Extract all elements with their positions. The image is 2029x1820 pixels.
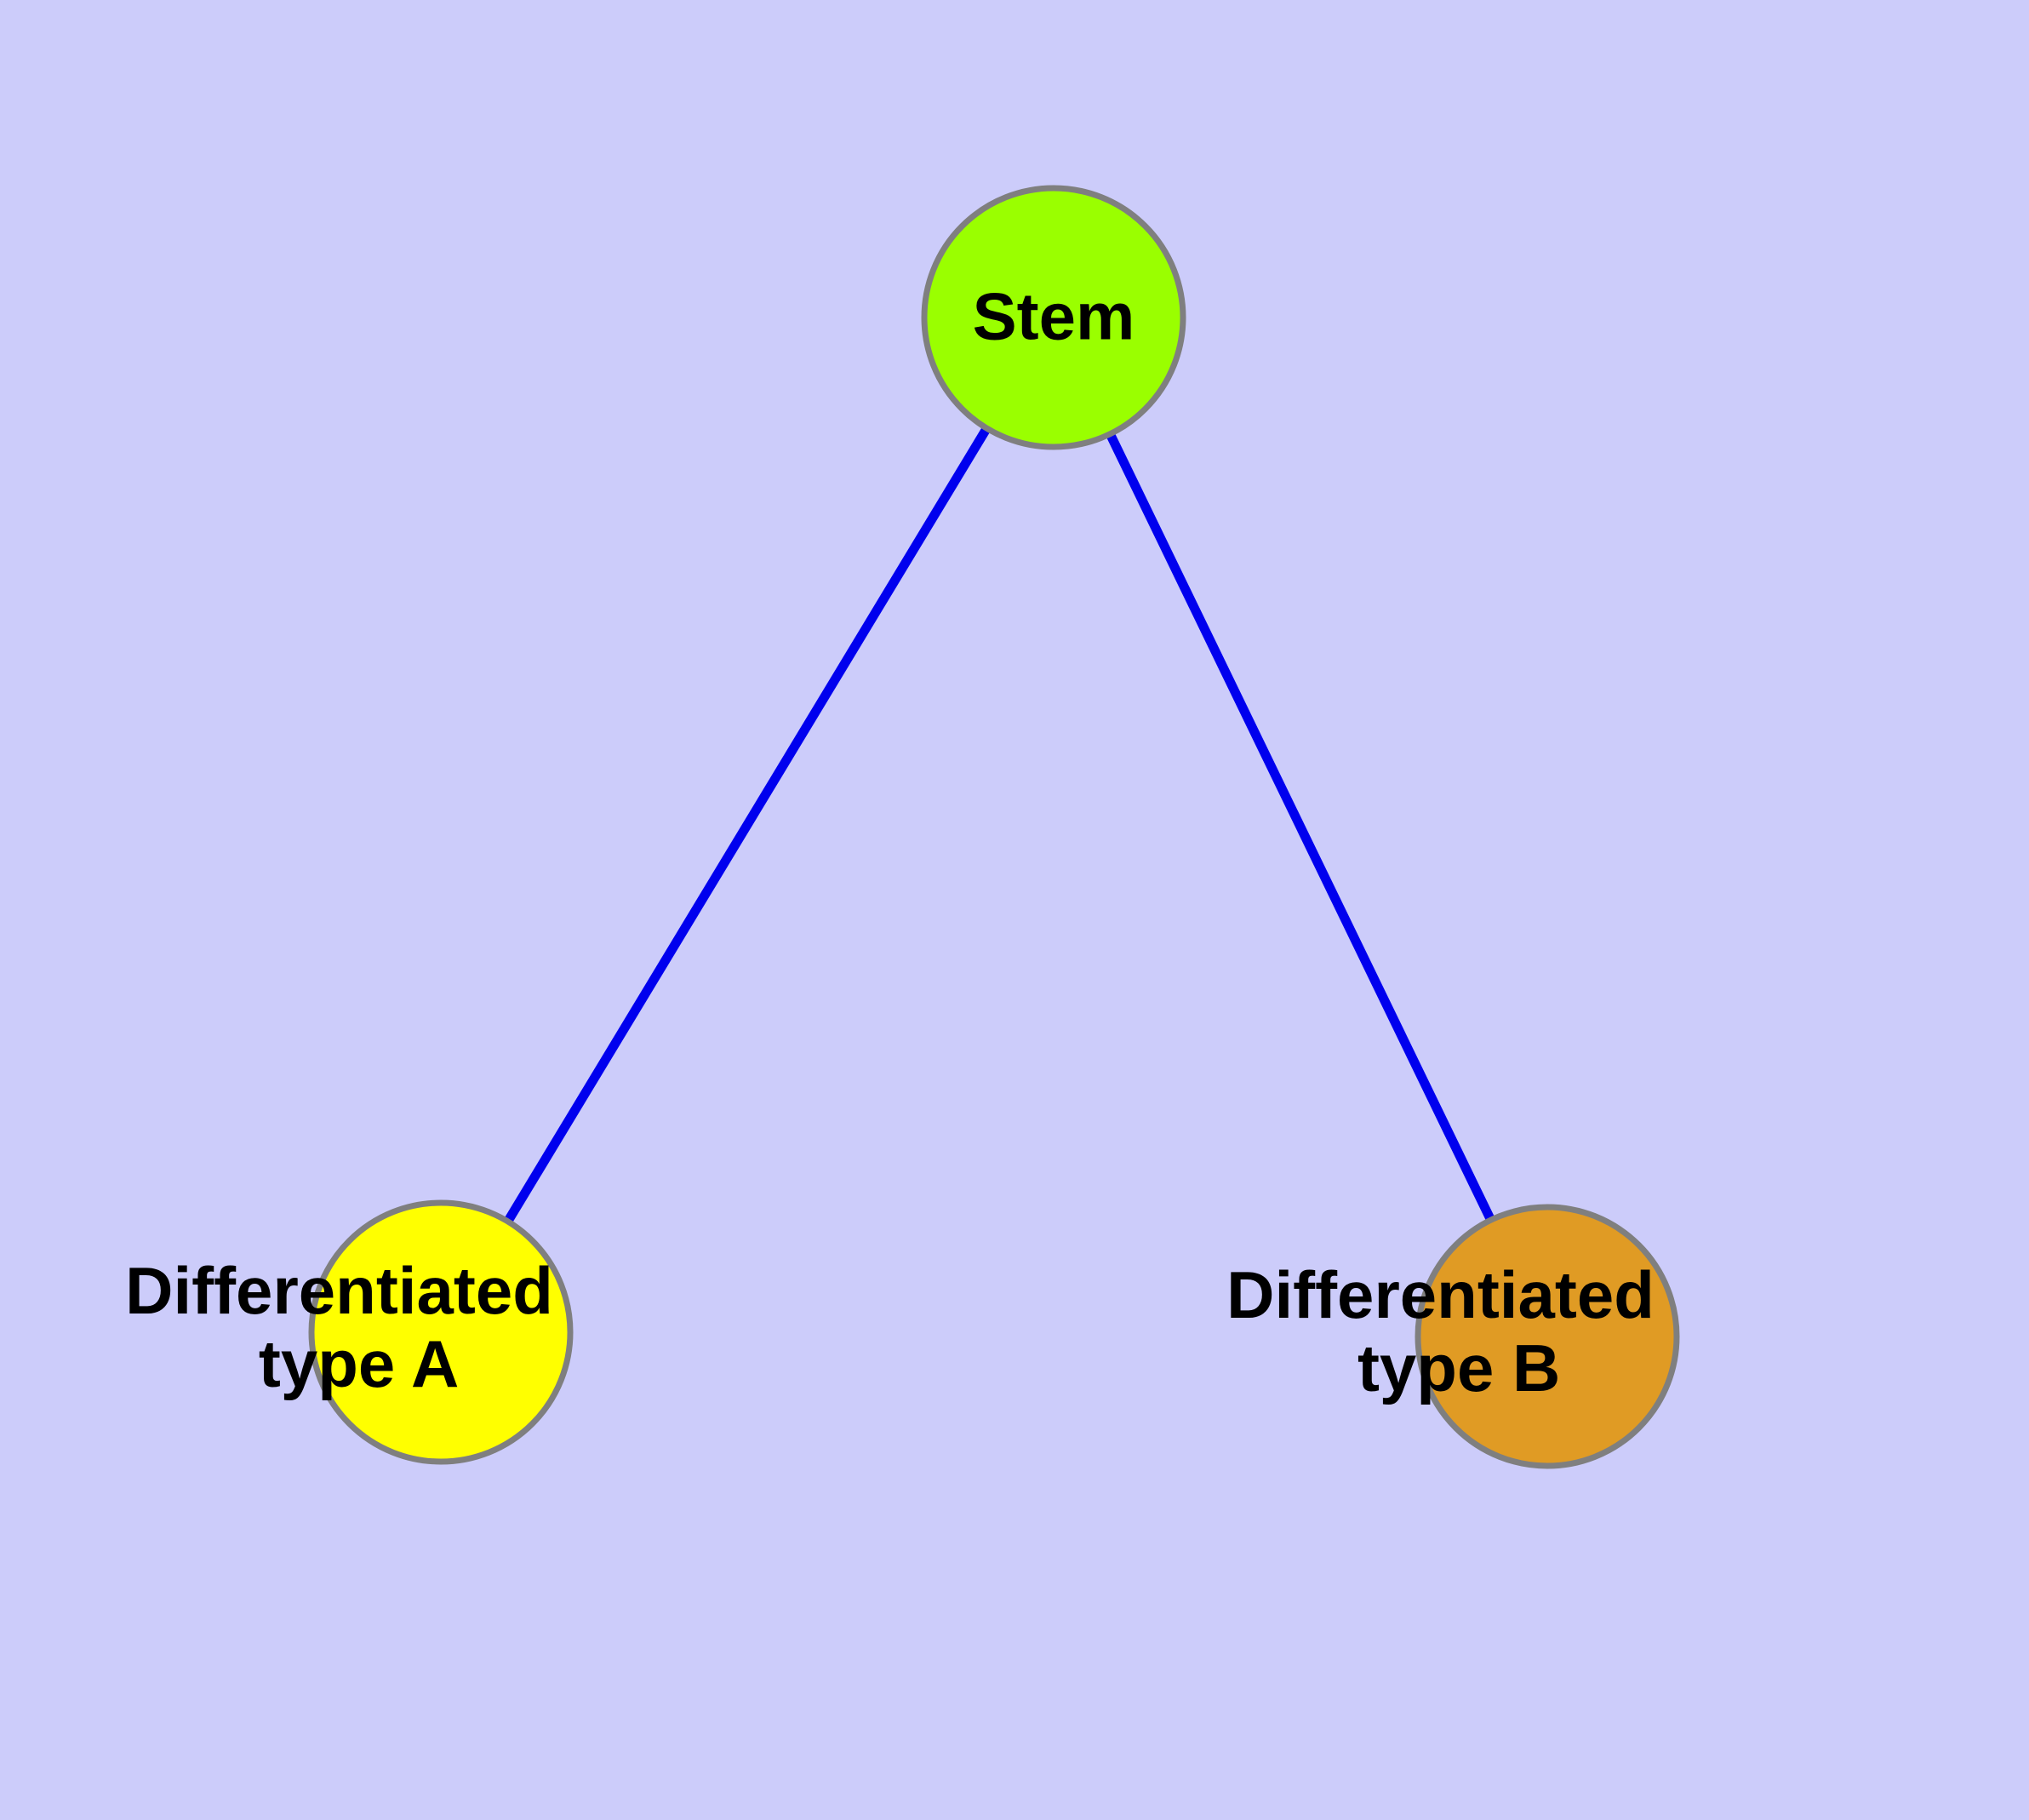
node-layer: [308, 185, 1680, 1469]
node-label-differentiated-type-b: Differentiated type B: [1226, 1257, 1820, 1405]
node-label-line: Differentiated: [1226, 1257, 1655, 1332]
edge-layer: [437, 315, 1552, 1339]
node-label-line: type A: [259, 1326, 458, 1401]
node-differentiated-type-b[interactable]: [1415, 1204, 1680, 1469]
node-label-line: Differentiated: [125, 1253, 553, 1328]
edge-stem-to-differentiated-type-b[interactable]: [1049, 315, 1552, 1339]
label-layer: Stem Differentiated type A Differentiate…: [125, 279, 1820, 1405]
node-stem[interactable]: [921, 185, 1186, 450]
node-label-stem: Stem: [973, 279, 1135, 354]
node-label-line: type B: [1357, 1331, 1560, 1405]
node-differentiated-type-a[interactable]: [308, 1199, 574, 1465]
node-label-differentiated-type-a: Differentiated type A: [125, 1253, 719, 1401]
edge-stem-to-differentiated-type-a[interactable]: [437, 315, 1058, 1335]
